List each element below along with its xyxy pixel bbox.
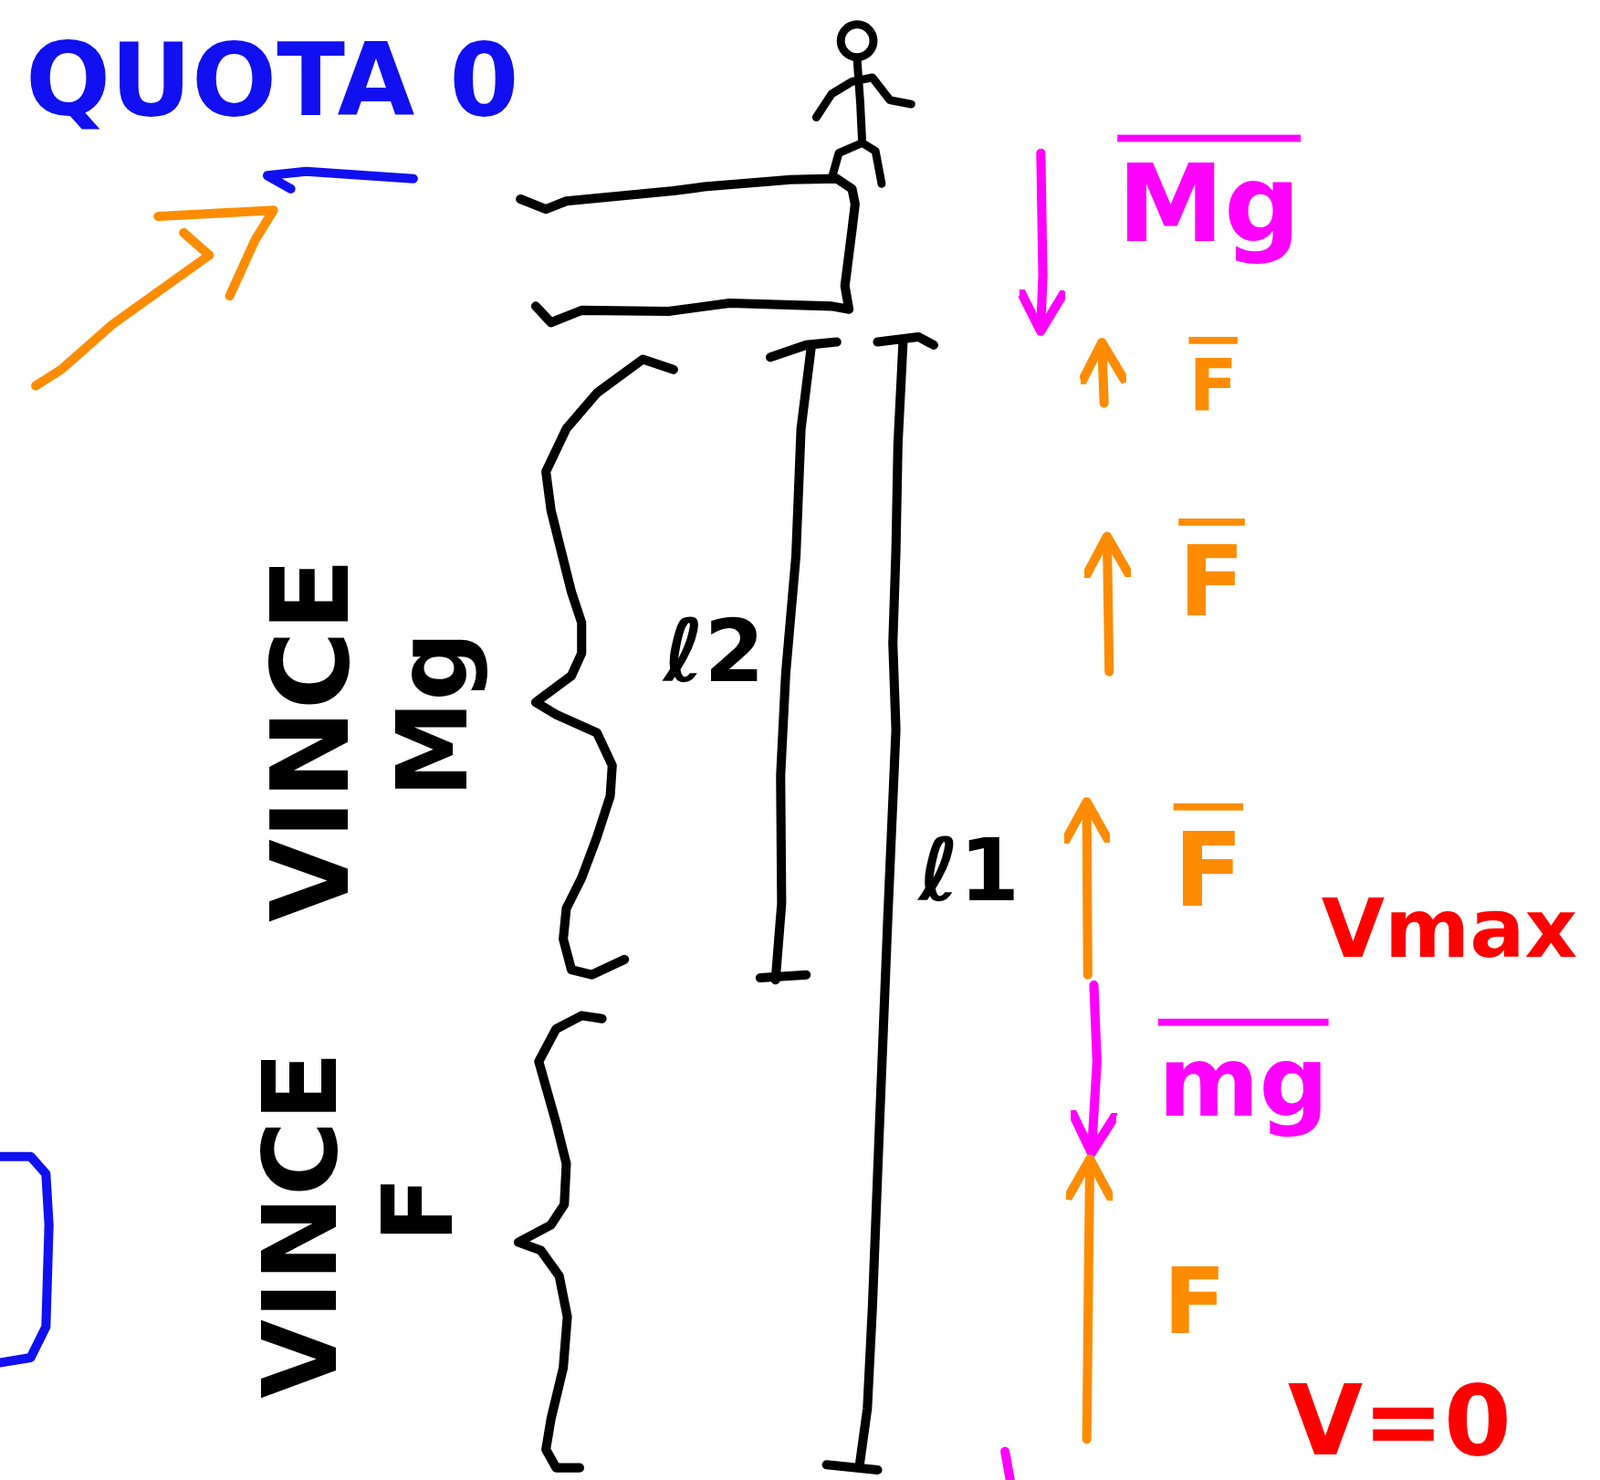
force-arrow xyxy=(1087,1162,1090,1439)
force-arrow xyxy=(1107,541,1109,672)
person-head xyxy=(840,24,874,58)
dimension-label: ℓ1 xyxy=(918,826,1020,914)
velocity-label: V=0 xyxy=(1287,1372,1512,1470)
dimension-label: ℓ2 xyxy=(663,606,765,694)
weight-arrow xyxy=(1004,1451,1011,1480)
force-label: mg xyxy=(1158,1025,1329,1131)
brace-note: VINCE xyxy=(250,1051,353,1399)
force-label: F xyxy=(1188,342,1237,422)
velocity-label: Vmax xyxy=(1321,888,1578,970)
force-label: F xyxy=(1178,525,1245,631)
brace xyxy=(518,1014,603,1467)
force-arrow xyxy=(1101,346,1104,403)
pointer-line xyxy=(35,254,210,386)
height-label: QUOTA 0 xyxy=(25,31,520,132)
quota-mark xyxy=(267,171,414,189)
diving-platform xyxy=(520,178,856,324)
brace-note: Mg xyxy=(385,631,482,798)
weight-arrow xyxy=(1040,153,1043,327)
brace-note: VINCE xyxy=(257,557,365,922)
force-label: Mg xyxy=(1117,143,1301,259)
dimension-line xyxy=(760,342,837,981)
dimension-line xyxy=(826,336,934,1470)
box-fragment xyxy=(0,1156,50,1363)
force-label: F xyxy=(1173,811,1244,922)
pointer-head xyxy=(157,209,273,296)
weight-arrow xyxy=(1091,984,1098,1149)
brace xyxy=(535,359,674,975)
force-arrow xyxy=(1087,805,1088,974)
brace-note: F xyxy=(369,1176,467,1244)
stick-figure xyxy=(815,59,911,184)
force-label: F xyxy=(1162,1254,1226,1348)
